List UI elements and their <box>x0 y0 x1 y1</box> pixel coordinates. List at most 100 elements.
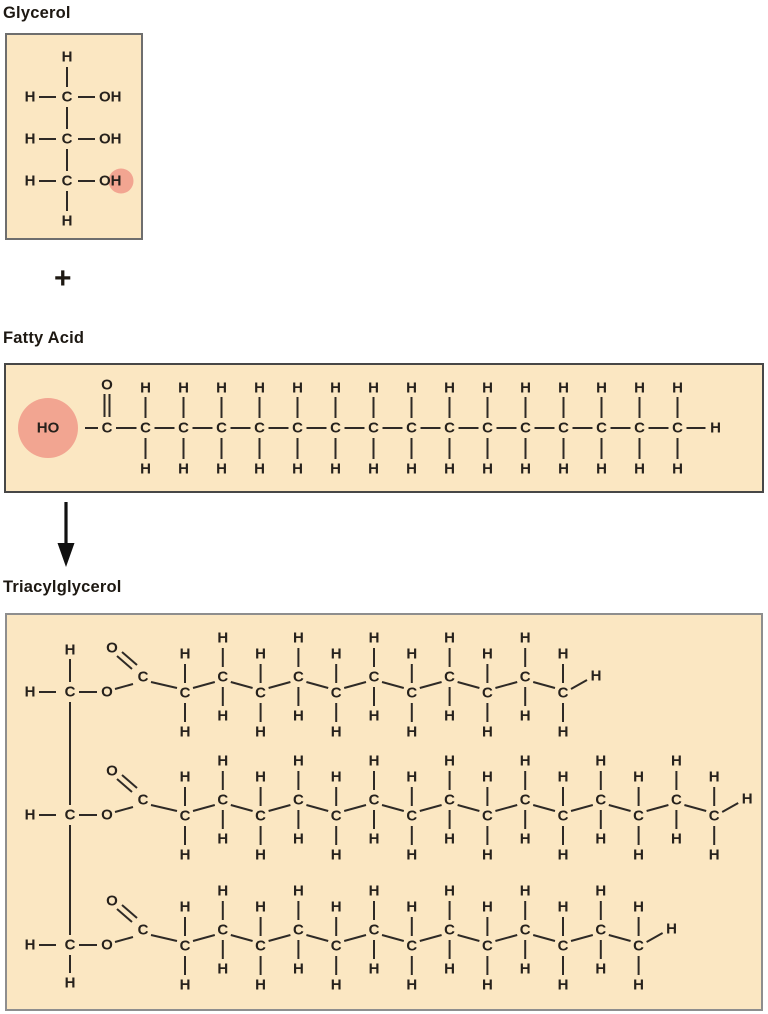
hydrogen-label: H <box>292 461 303 478</box>
hydrogen-label: H <box>633 977 644 994</box>
hydrogen-label: H <box>293 753 304 770</box>
hydrogen-label: H <box>140 461 151 478</box>
hydrogen-label: H <box>634 461 645 478</box>
bond <box>268 804 291 812</box>
bond <box>570 804 594 812</box>
hydrogen-label: H <box>520 380 531 397</box>
hydrogen-label: H <box>330 380 341 397</box>
hydrogen-label: H <box>254 461 265 478</box>
hydrogen-label: H <box>216 461 227 478</box>
hydrogen-label: H <box>25 173 36 190</box>
carbon-label: C <box>406 938 417 955</box>
carbon-label: C <box>217 922 228 939</box>
bond <box>230 804 253 812</box>
bond <box>121 774 138 789</box>
arrow-head <box>57 543 75 567</box>
bond <box>532 934 556 942</box>
carbon-label: C <box>444 922 455 939</box>
carbon-label: C <box>482 420 493 437</box>
bond <box>192 681 216 689</box>
hydrogen-label: H <box>406 646 417 663</box>
carbon-label: C <box>293 792 304 809</box>
carbon-label: C <box>255 808 266 825</box>
bond <box>381 934 405 942</box>
hydrogen-label: H <box>406 724 417 741</box>
hydrogen-label: H <box>482 847 493 864</box>
bond <box>116 908 133 923</box>
carbon-label: C <box>178 420 189 437</box>
hydrogen-label: H <box>62 213 73 230</box>
hydrogen-label: H <box>331 769 342 786</box>
bond <box>306 681 329 689</box>
hydrogen-label: H <box>406 899 417 916</box>
carbonyl-carbon-label: C <box>138 922 149 939</box>
bond <box>116 778 133 793</box>
hydrogen-label: H <box>596 380 607 397</box>
carbon-label: C <box>180 808 191 825</box>
hydrogen-label: H <box>444 831 455 848</box>
bond <box>570 679 588 690</box>
hydrogen-label: H <box>255 847 266 864</box>
hydrogen-label: H <box>482 899 493 916</box>
hydrogen-label: H <box>633 899 644 916</box>
terminal-hydrogen-label: H <box>591 668 602 685</box>
carbon-label: C <box>62 173 73 190</box>
carbon-label: C <box>292 420 303 437</box>
hydrogen-label: H <box>406 847 417 864</box>
carbonyl-oxygen-label: O <box>106 893 118 910</box>
carbon-label: C <box>633 808 644 825</box>
hydrogen-label: H <box>255 977 266 994</box>
carbon-label: C <box>217 792 228 809</box>
hydrogen-label: H <box>217 630 228 647</box>
carbonyl-oxygen-label: O <box>106 763 118 780</box>
hydrogen-label: H <box>292 380 303 397</box>
hydrogen-label: H <box>596 461 607 478</box>
carbon-label: C <box>595 792 606 809</box>
carbon-label: C <box>369 792 380 809</box>
bond <box>192 934 216 942</box>
hydrogen-label: H <box>558 899 569 916</box>
hydrogen-label: H <box>520 883 531 900</box>
hydrogen-label: H <box>406 380 417 397</box>
fatty-acid-title: Fatty Acid <box>3 329 85 347</box>
hydrogen-label: H <box>595 883 606 900</box>
hydrogen-label: H <box>482 977 493 994</box>
terminal-hydrogen-label: H <box>710 420 721 437</box>
bond <box>721 802 739 813</box>
hydrogen-label: H <box>595 961 606 978</box>
hydrogen-label: H <box>520 708 531 725</box>
hydrogen-label: H <box>293 630 304 647</box>
plus-sign: + <box>54 262 72 295</box>
carbon-label: C <box>62 131 73 148</box>
hydrogen-label: H <box>293 831 304 848</box>
hydrogen-label: H <box>595 753 606 770</box>
hydrogen-label: H <box>254 380 265 397</box>
bond <box>419 681 442 689</box>
hydroxyl-label: OH <box>99 131 122 148</box>
bond <box>150 934 178 942</box>
carbon-label: C <box>406 420 417 437</box>
hydrogen-label: H <box>672 380 683 397</box>
triacylglycerol-box <box>5 613 763 1011</box>
carbon-label: C <box>558 420 569 437</box>
carbon-label: C <box>293 922 304 939</box>
carbon-label: C <box>254 420 265 437</box>
carbon-label: C <box>520 420 531 437</box>
hydrogen-label: H <box>25 684 36 701</box>
hydrogen-label: H <box>180 899 191 916</box>
hydrogen-label: H <box>369 831 380 848</box>
bond <box>343 681 367 689</box>
hydrogen-label: H <box>180 847 191 864</box>
hydroxyl-label: OH <box>99 89 122 106</box>
hydroxyl-head-highlight <box>18 398 78 458</box>
hydrogen-label: H <box>368 461 379 478</box>
carbon-label: C <box>331 938 342 955</box>
carbon-label: C <box>217 669 228 686</box>
hydrogen-label: H <box>709 847 720 864</box>
bond <box>150 804 178 812</box>
hydrogen-label: H <box>140 380 151 397</box>
hydrogen-label: H <box>482 724 493 741</box>
hydrogen-label: H <box>482 769 493 786</box>
carbon-label: C <box>596 420 607 437</box>
